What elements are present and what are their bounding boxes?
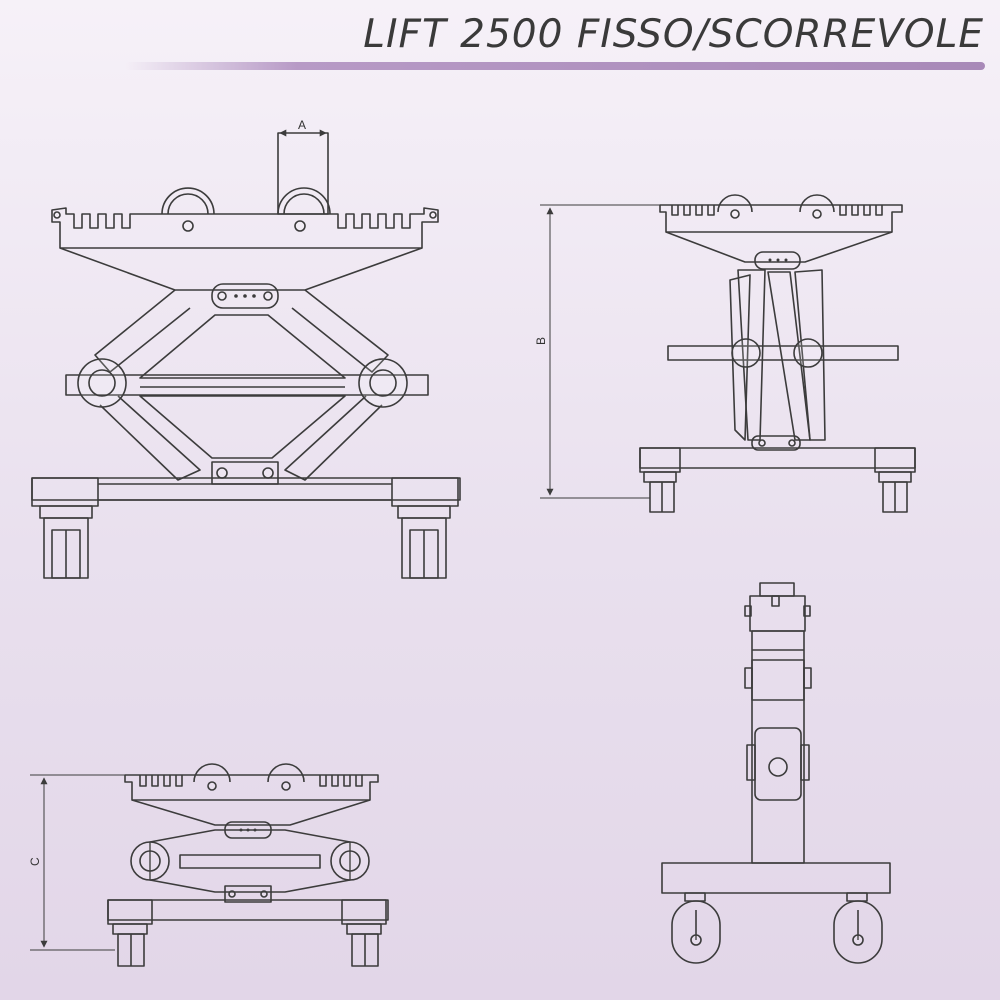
base-frame (31, 477, 461, 507)
page-title: LIFT 2500 FISSO/SCORREVOLE (363, 12, 984, 57)
dimension-b: B (534, 204, 660, 499)
scissor-arms (94, 289, 389, 481)
dimension-c-label: C (28, 857, 42, 866)
dimension-c: C (28, 774, 128, 951)
front-view-raised: A (31, 118, 461, 579)
front-view-lowered: C (28, 763, 389, 967)
dimension-a-label: A (298, 118, 306, 132)
top-plate (51, 132, 439, 249)
caster-right (397, 505, 451, 579)
caster-left (39, 505, 93, 579)
dimension-b-label: B (534, 337, 548, 345)
front-view-b: B (534, 194, 916, 513)
dimension-a: A (277, 118, 329, 205)
title-underline (125, 62, 985, 70)
side-view (661, 582, 891, 964)
